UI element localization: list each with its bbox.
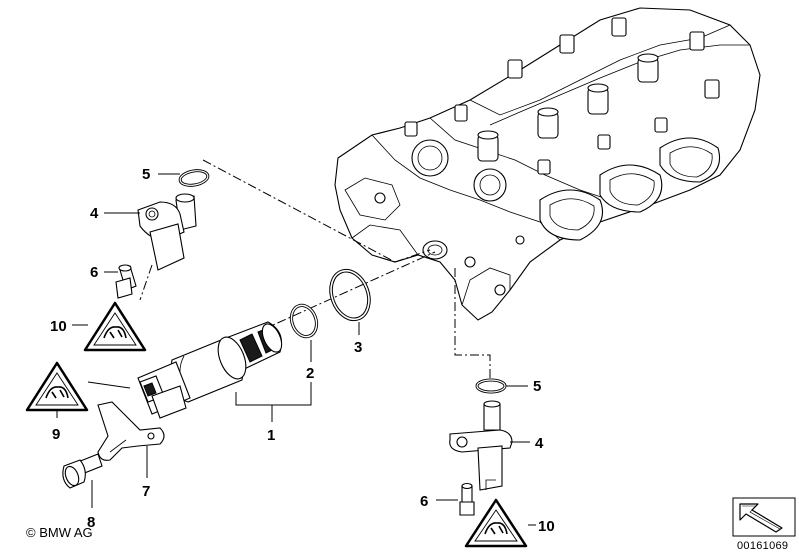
valve-train xyxy=(404,17,720,175)
copyright-text: © BMW AG xyxy=(26,525,93,540)
o-ring-part-3 xyxy=(329,268,371,322)
o-ring-part-5-top xyxy=(178,169,210,187)
arrow-icon[interactable] xyxy=(732,497,796,537)
cylinder-head xyxy=(334,7,761,321)
solenoid-valve xyxy=(137,321,283,419)
callout-1: 1 xyxy=(267,427,275,444)
callout-4-top: 4 xyxy=(90,205,99,222)
warning-triangle-icon xyxy=(25,361,89,412)
bolt-part-6-bottom xyxy=(459,482,475,516)
callout-4-bottom: 4 xyxy=(535,435,544,452)
callout-7: 7 xyxy=(142,483,150,500)
callout-6-top: 6 xyxy=(90,264,98,281)
camshaft-sensor-bottom xyxy=(449,400,513,491)
callout-8: 8 xyxy=(87,514,95,531)
callout-3: 3 xyxy=(354,339,362,356)
callout-10-top: 10 xyxy=(50,318,67,335)
bolt-part-8 xyxy=(62,453,103,489)
warning-triangle-icon xyxy=(464,498,528,548)
callout-6-bottom: 6 xyxy=(420,493,428,510)
intake-ports xyxy=(539,137,721,241)
warning-triangle-icon xyxy=(83,301,147,352)
o-ring-part-5-bottom xyxy=(475,378,507,394)
document-number: 00161069 xyxy=(737,540,789,552)
callout-9: 9 xyxy=(52,426,60,443)
bracket-part-7 xyxy=(97,401,165,461)
callout-2: 2 xyxy=(306,365,314,382)
callout-5-bottom: 5 xyxy=(533,378,541,395)
bolt-part-6-top xyxy=(115,264,137,299)
callout-10-bottom: 10 xyxy=(538,518,555,535)
leader-lines xyxy=(56,173,536,526)
o-ring-part-2 xyxy=(289,303,319,339)
camshaft-sensor-top xyxy=(137,193,197,271)
assembly-lines xyxy=(139,159,491,380)
callout-5-top: 5 xyxy=(142,166,150,183)
